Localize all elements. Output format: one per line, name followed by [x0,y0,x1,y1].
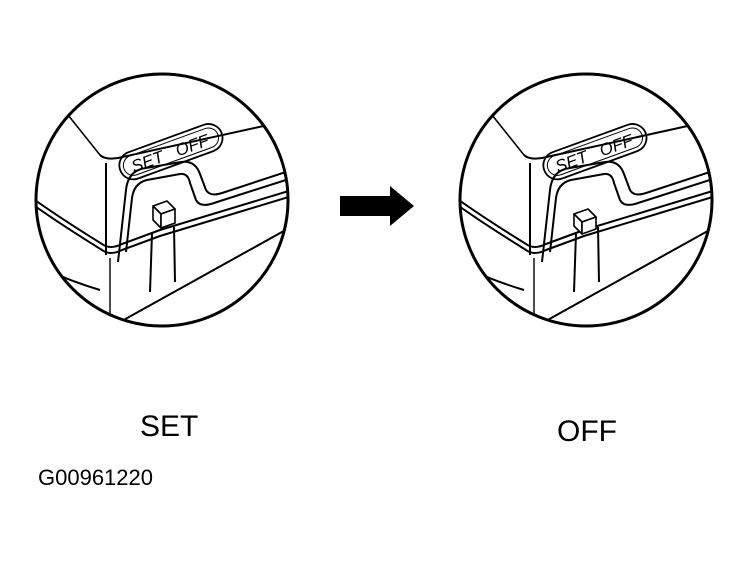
caption-off: OFF [557,415,617,448]
detail-circle-right [458,72,714,328]
detail-circle-left [34,72,290,328]
detail-view-off: SET OFF [458,72,714,328]
detail-view-set: SET OFF [34,72,290,328]
figure-id: G00961220 [38,465,153,490]
switch-label-set-right: SET [553,147,592,177]
right-arrow-icon [340,186,414,226]
switch-label-set-left: SET [129,147,168,177]
caption-set: SET [140,410,199,443]
